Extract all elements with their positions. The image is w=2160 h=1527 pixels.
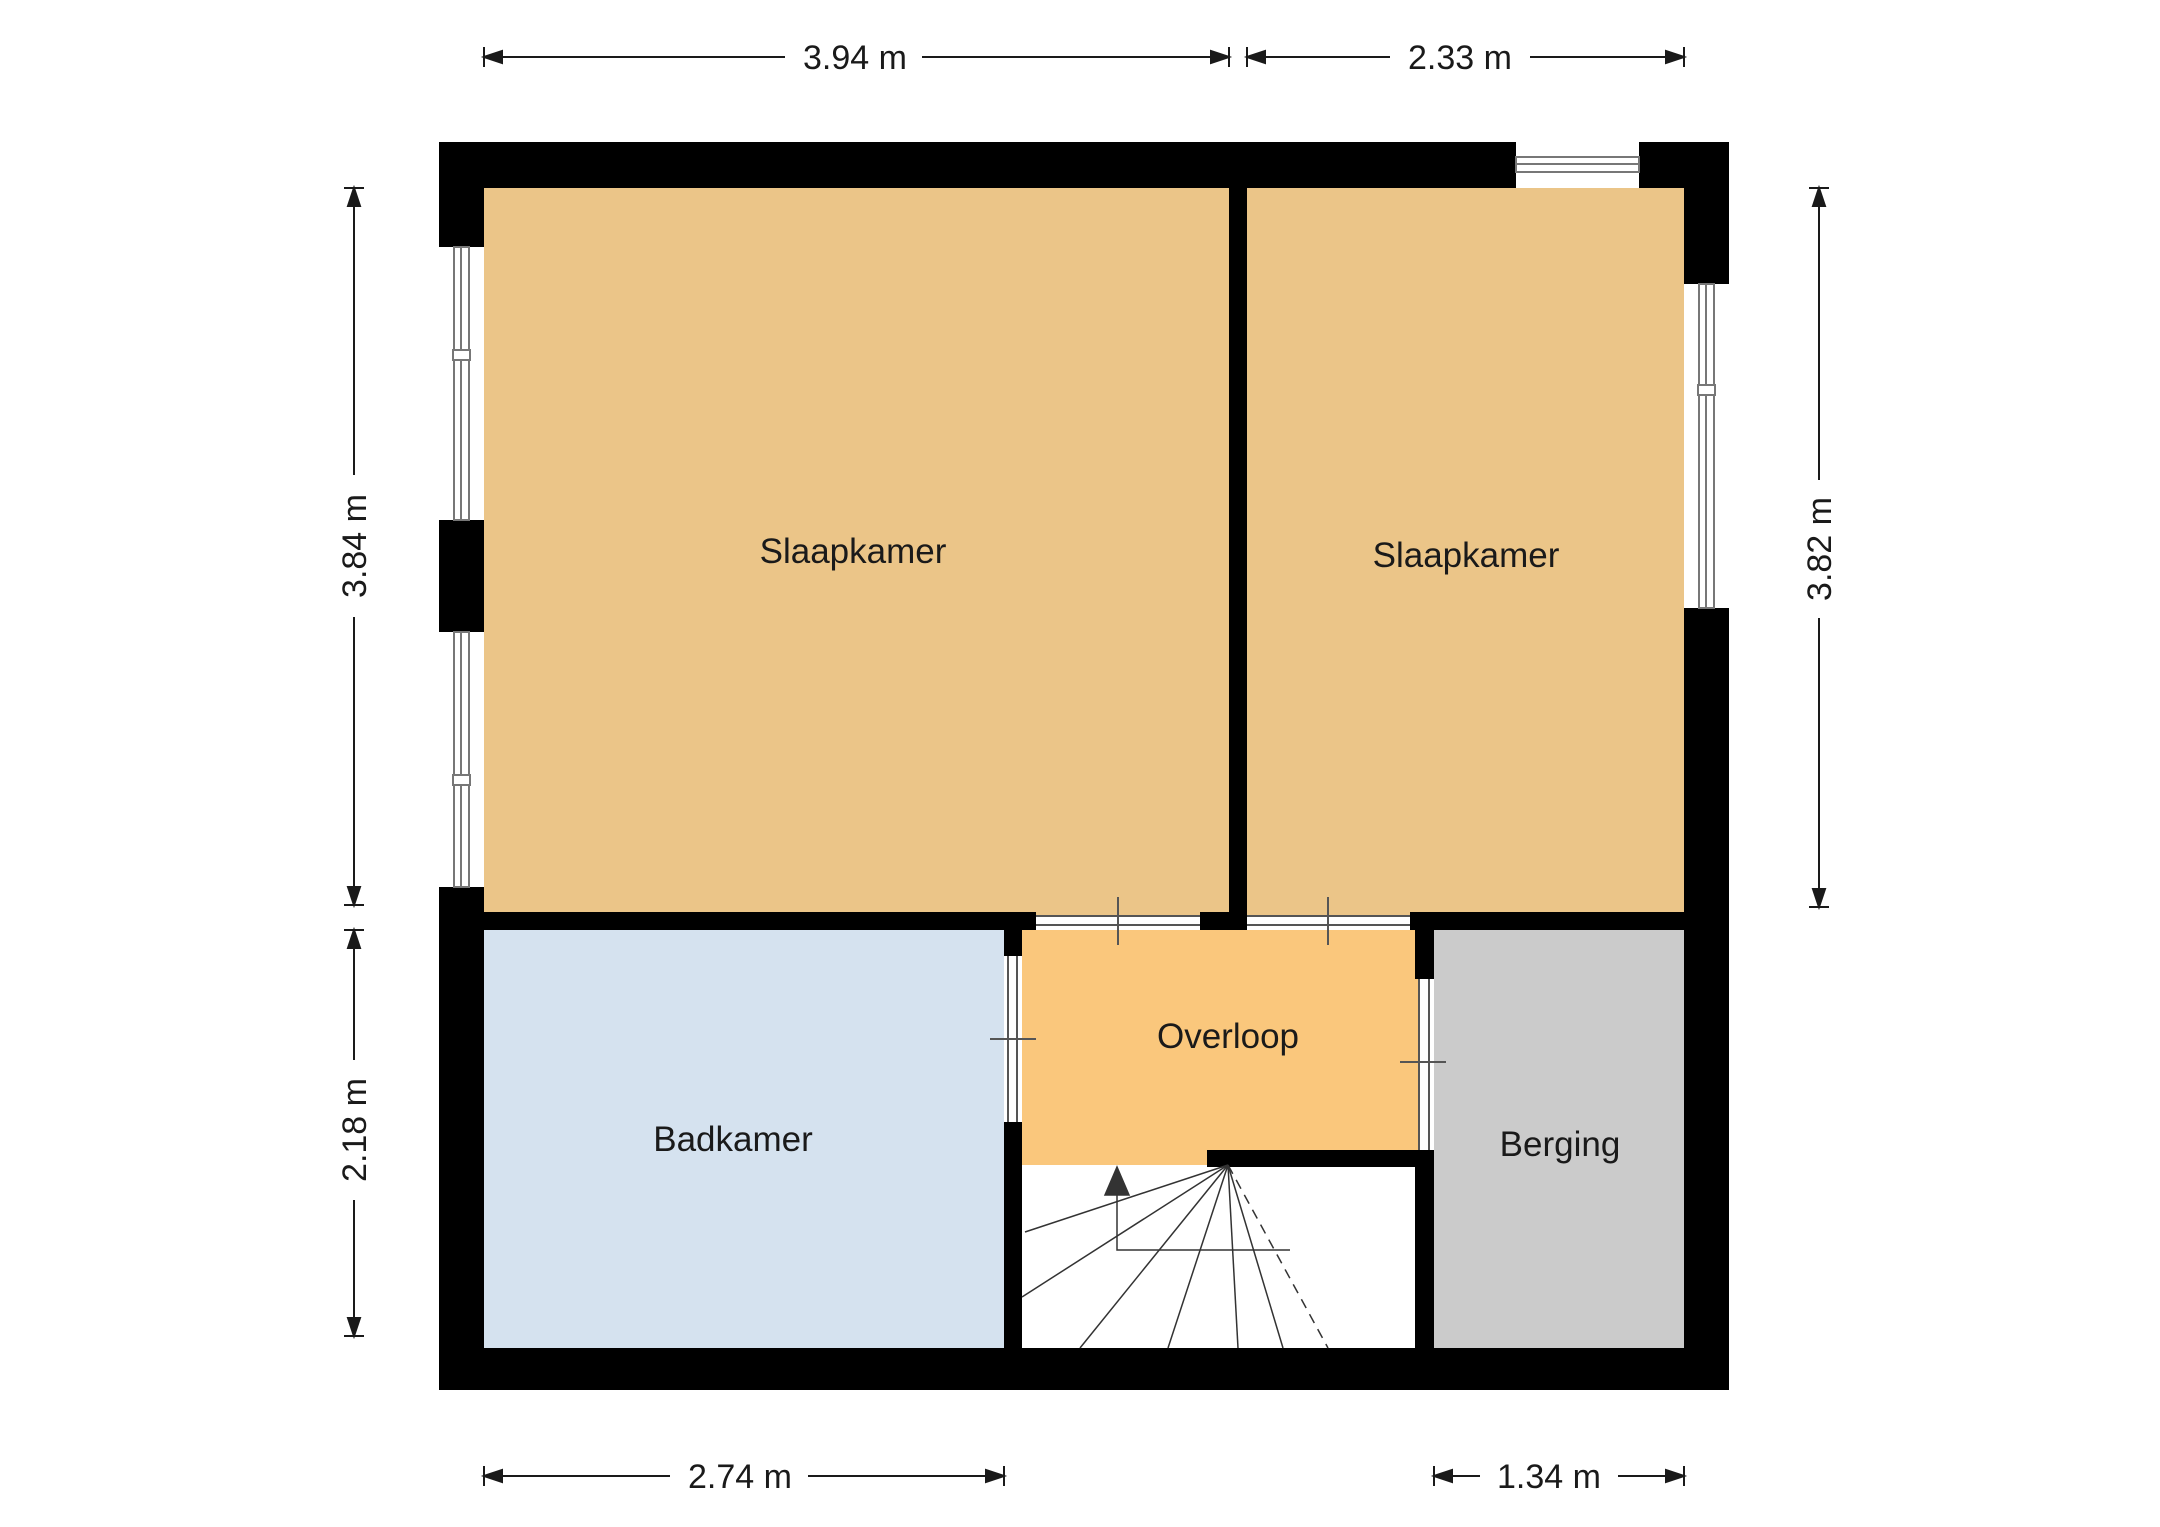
room-berging <box>1434 930 1684 1348</box>
room-label-slaapkamer-right: Slaapkamer <box>1373 536 1560 575</box>
doors <box>990 897 1446 1150</box>
room-overloop <box>1022 930 1419 1165</box>
dimension-label-top-right: 2.33 m <box>1408 39 1512 77</box>
room-label-overloop: Overloop <box>1157 1017 1299 1056</box>
room-label-badkamer: Badkamer <box>653 1120 813 1159</box>
dimension-label-bottom-right: 1.34 m <box>1497 1458 1601 1496</box>
stairs <box>1021 1164 1329 1349</box>
dimension-label-left-lower: 2.18 m <box>336 1078 374 1182</box>
room-slaapkamer-right <box>1247 188 1684 917</box>
room-badkamer <box>484 930 1004 1348</box>
dimension-label-bottom-left: 2.74 m <box>688 1458 792 1496</box>
dimension-label-top-left: 3.94 m <box>803 39 907 77</box>
dimension-lines <box>344 47 1829 1486</box>
room-slaapkamer-left <box>484 188 1229 917</box>
dimension-label-right-upper: 3.82 m <box>1801 497 1839 601</box>
stairwell <box>1022 1167 1419 1348</box>
room-label-slaapkamer-left: Slaapkamer <box>760 532 947 571</box>
room-label-berging: Berging <box>1500 1125 1621 1164</box>
windows <box>452 156 1716 888</box>
walls <box>439 142 1729 1390</box>
dimension-label-left-upper: 3.84 m <box>336 494 374 598</box>
